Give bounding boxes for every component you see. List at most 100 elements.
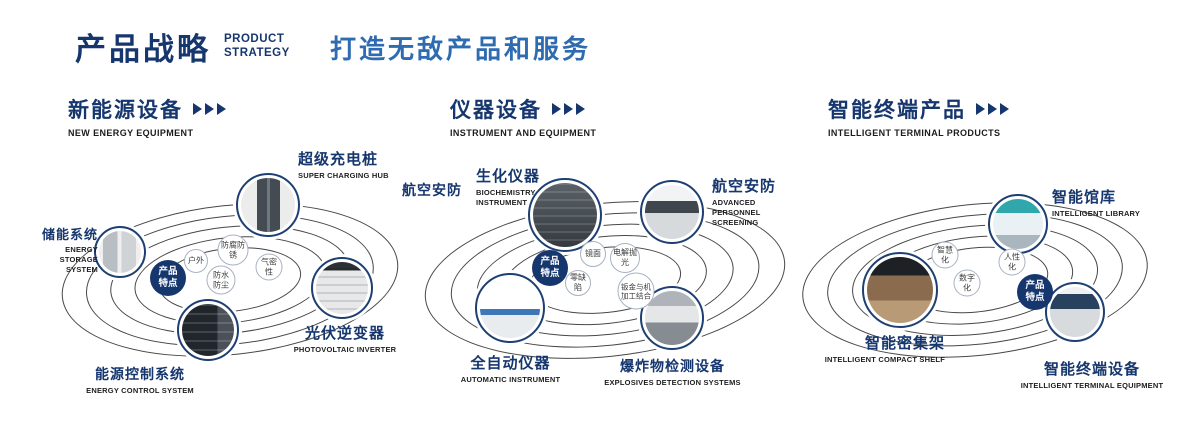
product-name: 全自动仪器 <box>470 355 551 372</box>
feature-bubble-outdoor: 户外 <box>184 249 208 273</box>
product-circle-intelligent-library <box>988 194 1048 254</box>
orbit-diagram-intelligent-terminal: 智能馆库 INTELLIGENT LIBRARY 智能密集架 INTELLIGE… <box>790 140 1200 422</box>
feature-bubble-digital: 数字化 <box>953 269 981 297</box>
product-name: 爆炸物检测设备 <box>620 358 725 374</box>
orbit-diagram-new-energy: 储能系统 ENERGY STORAGE SYSTEM 超级充电桩 SUPER C… <box>30 140 440 422</box>
product-name-en: INTELLIGENT LIBRARY <box>1052 209 1141 218</box>
product-name-en: ENERGY STORAGE SYSTEM <box>59 245 98 274</box>
product-name: 生化仪器 <box>476 168 541 185</box>
energy-control-cabinet-image <box>182 304 234 356</box>
product-name-en: PHOTOVOLTAIC INVERTER <box>293 345 397 354</box>
section-title: 新能源设备 <box>68 99 183 122</box>
intelligent-library-image <box>993 199 1043 249</box>
chevron-icon <box>552 103 561 115</box>
product-features-badge: 产品特点 <box>1017 274 1053 310</box>
product-circle-terminal-equipment <box>1045 282 1105 342</box>
chevron-icon <box>988 103 997 115</box>
section-title-en: NEW ENERGY EQUIPMENT <box>68 128 194 138</box>
product-name-en: ENERGY CONTROL SYSTEM <box>86 386 194 395</box>
product-name: 储能系统 <box>41 227 98 242</box>
feature-bubble-anticorrosion: 防腐防锈 <box>217 234 249 266</box>
badge-label: 产品特点 <box>540 256 560 279</box>
product-circle-explosives-detection <box>640 286 704 350</box>
product-label-biochemistry-instrument: 生化仪器 BIOCHEMISTRY INSTRUMENT <box>476 165 588 208</box>
product-label-energy-storage: 储能系统 ENERGY STORAGE SYSTEM <box>36 224 98 274</box>
personnel-screening-image <box>645 185 699 239</box>
section-header-intelligent-terminal: 智能终端产品 INTELLIGENT TERMINAL PRODUCTS <box>828 94 1012 138</box>
product-label-photovoltaic-inverter: 光伏逆变器 PHOTOVOLTAIC INVERTER <box>286 322 404 355</box>
product-label-personnel-screening: 航空安防 ADVANCED PERSONNEL SCREENING <box>712 175 804 227</box>
product-name: 能源控制系统 <box>95 366 185 382</box>
page-title: 产品战略 <box>75 32 211 67</box>
badge-label: 产品特点 <box>158 266 178 289</box>
energy-storage-image <box>99 231 141 273</box>
chevron-icon <box>193 103 202 115</box>
product-name-en: INTELLIGENT TERMINAL EQUIPMENT <box>1020 381 1164 390</box>
chevron-arrows-icon <box>552 103 588 115</box>
product-circle-energy-storage <box>94 226 146 278</box>
product-name: 智能终端设备 <box>1043 361 1140 378</box>
chevron-icon <box>1000 103 1009 115</box>
chevron-icon <box>564 103 573 115</box>
orbit-diagram-instruments: 航空安防 生化仪器 BIOCHEMISTRY INSTRUMENT 航空安防 A… <box>400 140 810 422</box>
feature-bubble-zero-defect: 零缺陷 <box>565 270 591 296</box>
section-title: 仪器设备 <box>450 99 542 122</box>
section-title-en: INSTRUMENT AND EQUIPMENT <box>450 128 597 138</box>
chevron-arrows-icon <box>976 103 1012 115</box>
charging-pile-image <box>241 178 295 232</box>
product-circle-super-charging-hub <box>236 173 300 237</box>
product-name-en: EXPLOSIVES DETECTION SYSTEMS <box>604 378 741 387</box>
feature-bubble-smart: 智慧化 <box>931 241 959 269</box>
feature-bubble-airtightness: 气密性 <box>255 253 283 281</box>
product-circle-biochemistry-instrument <box>528 178 602 252</box>
product-name: 光伏逆变器 <box>304 325 385 342</box>
product-name-en: INTELLIGENT COMPACT SHELF <box>824 355 945 364</box>
product-label-super-charging-hub: 超级充电桩 SUPER CHARGING HUB <box>298 148 410 181</box>
section-title-en: INTELLIGENT TERMINAL PRODUCTS <box>828 128 1001 138</box>
page-title-en: PRODUCT STRATEGY <box>224 33 290 61</box>
product-name: 航空安防 <box>712 178 777 195</box>
explosives-detection-image <box>645 291 699 345</box>
feature-bubble-humanized: 人性化 <box>998 248 1026 276</box>
product-features-badge: 产品特点 <box>532 250 568 286</box>
tagline: 打造无敌产品和服务 <box>330 34 592 64</box>
product-name-en: BIOCHEMISTRY INSTRUMENT <box>476 188 536 207</box>
terminal-equipment-image <box>1050 287 1100 337</box>
product-features-badge: 产品特点 <box>150 260 186 296</box>
product-label-compact-shelf: 智能密集架 INTELLIGENT COMPACT SHELF <box>820 332 945 365</box>
section-title: 智能终端产品 <box>828 99 966 122</box>
chevron-icon <box>217 103 226 115</box>
product-name-en: SUPER CHARGING HUB <box>298 171 389 180</box>
page-title-en-line2: STRATEGY <box>224 46 290 59</box>
product-label-energy-control: 能源控制系统 ENERGY CONTROL SYSTEM <box>70 364 210 396</box>
chevron-icon <box>205 103 214 115</box>
product-label-explosives-detection: 爆炸物检测设备 EXPLOSIVES DETECTION SYSTEMS <box>585 356 760 388</box>
chevron-icon <box>576 103 585 115</box>
page-title-en-line1: PRODUCT <box>224 33 285 45</box>
product-label-intelligent-library: 智能馆库 INTELLIGENT LIBRARY <box>1052 186 1157 219</box>
feature-bubble-sheet-metal: 钣金与机加工结合 <box>617 272 655 310</box>
product-label-automatic-instrument: 全自动仪器 AUTOMATIC INSTRUMENT <box>448 352 573 385</box>
product-name-en: AUTOMATIC INSTRUMENT <box>460 375 561 384</box>
section-header-new-energy: 新能源设备 NEW ENERGY EQUIPMENT <box>68 94 229 138</box>
side-label-aviation-security: 航空安防 <box>402 182 462 198</box>
photovoltaic-inverter-image <box>316 262 368 314</box>
product-circle-compact-shelf <box>862 252 938 328</box>
product-name: 超级充电桩 <box>298 151 379 168</box>
feature-bubble-mirror-finish: 镜面 <box>580 241 606 267</box>
product-circle-personnel-screening <box>640 180 704 244</box>
product-label-terminal-equipment: 智能终端设备 INTELLIGENT TERMINAL EQUIPMENT <box>1012 358 1172 391</box>
product-name-en: ADVANCED PERSONNEL SCREENING <box>712 198 761 227</box>
product-name: 智能馆库 <box>1052 189 1117 206</box>
automatic-instrument-image <box>480 278 540 338</box>
product-circle-photovoltaic-inverter <box>311 257 373 319</box>
biochemistry-instrument-image <box>533 183 597 247</box>
feature-bubble-electropolishing: 电解抛光 <box>610 243 640 273</box>
feature-bubble-waterproof: 防水防尘 <box>206 265 236 295</box>
badge-label: 产品特点 <box>1025 280 1045 303</box>
chevron-icon <box>976 103 985 115</box>
chevron-arrows-icon <box>193 103 229 115</box>
compact-shelf-image <box>867 257 933 323</box>
product-circle-automatic-instrument <box>475 273 545 343</box>
